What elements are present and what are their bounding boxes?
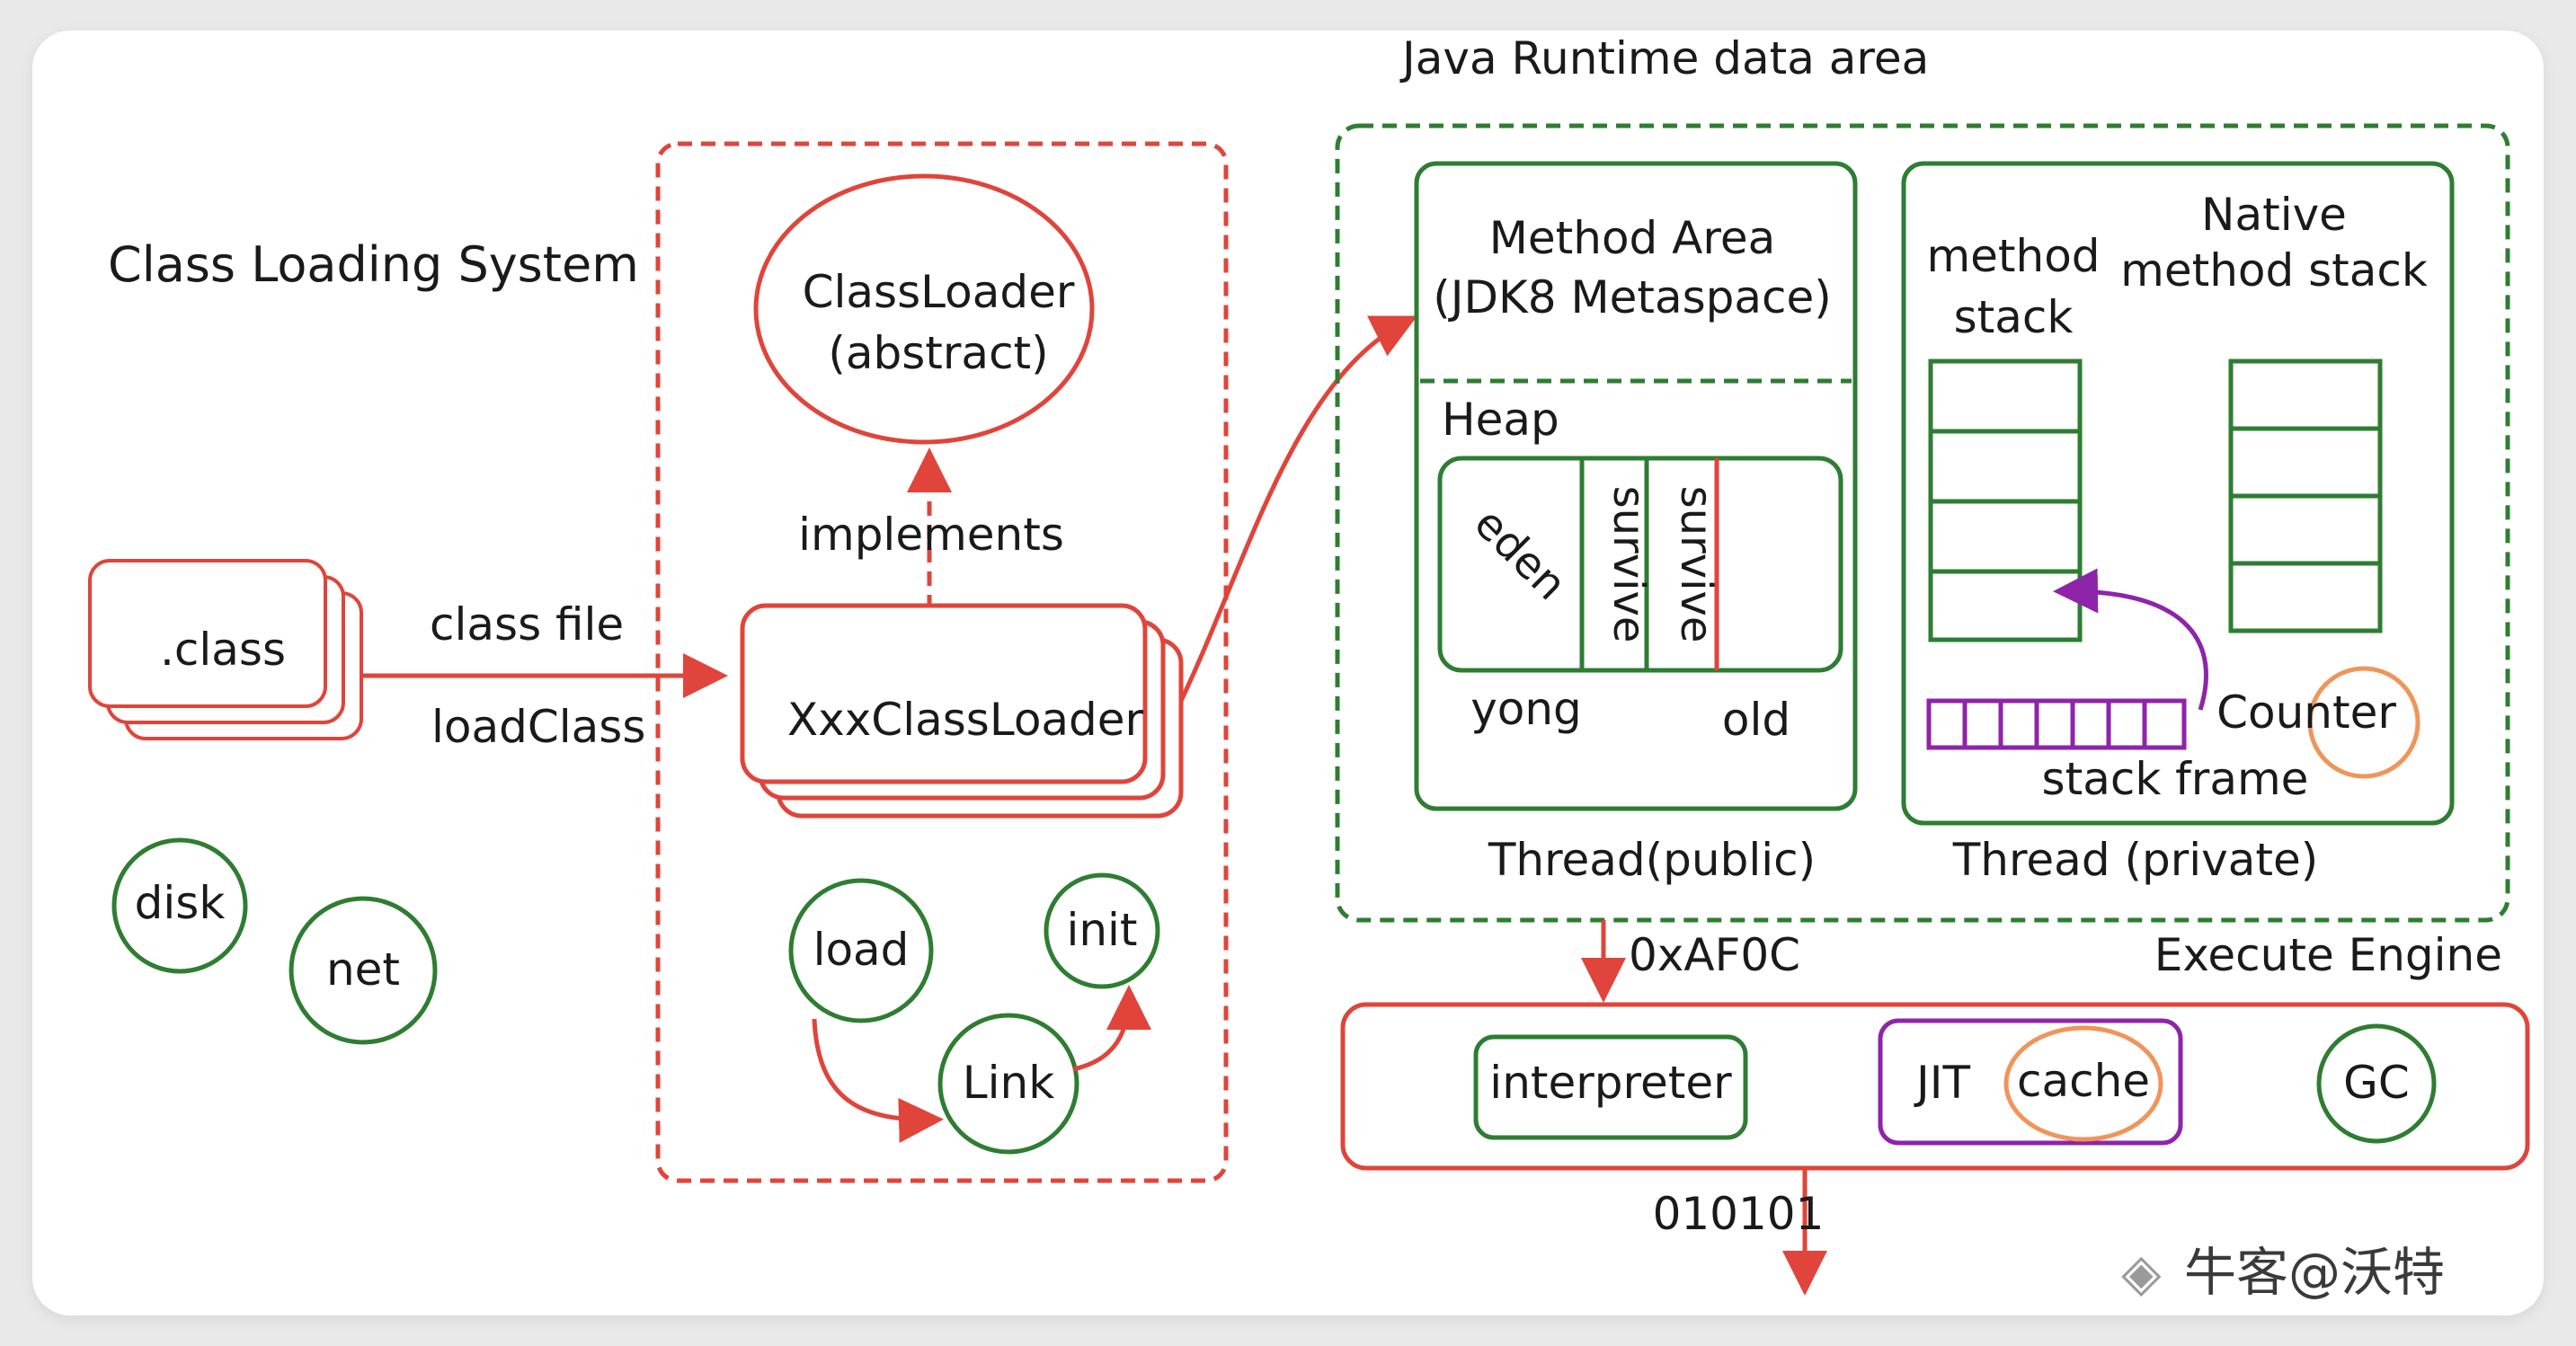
classloader-abstract-node: ClassLoader (abstract) — [753, 173, 1095, 445]
eden-label: eden — [1464, 498, 1576, 609]
counter-label: Counter — [2216, 686, 2396, 739]
stack-frame-label: stack frame — [2042, 753, 2309, 805]
survive-2-label: survive — [1671, 486, 1721, 643]
xxx-classloader-label: XxxClassLoader — [787, 694, 1144, 746]
thread-private-label: Thread (private) — [1952, 834, 2319, 886]
class-loading-system-title: Class Loading System — [108, 236, 639, 293]
net-source: net — [289, 896, 438, 1045]
method-area-label: Method Area — [1489, 212, 1775, 264]
jit-node: JIT cache — [1878, 1018, 2183, 1146]
disk-label: disk — [135, 877, 226, 929]
thread-private-box — [1901, 161, 2455, 826]
method-stack-label-2: stack — [1954, 291, 2074, 343]
watermark: ◈ 牛客@沃特 — [2121, 1242, 2445, 1303]
init-phase-label: init — [1066, 904, 1137, 956]
output-label: 010101 — [1653, 1188, 1825, 1240]
load-phase-label: load — [813, 924, 910, 976]
method-stack-label: method — [1926, 230, 2100, 282]
diagram-card — [32, 31, 2544, 1315]
native-stack-label: Native — [2201, 189, 2347, 241]
implements-label: implements — [798, 509, 1064, 561]
load-class-label: loadClass — [431, 701, 645, 753]
cache-label: cache — [2017, 1055, 2150, 1107]
link-to-init-arrow — [1072, 985, 1151, 1072]
jit-label: JIT — [1914, 1057, 1970, 1109]
link-phase-label: Link — [963, 1057, 1054, 1109]
gc-label: GC — [2343, 1057, 2410, 1109]
thread-public-box — [1414, 161, 1858, 811]
old-gen-label: old — [1722, 694, 1790, 746]
stack-frame-push-arrow — [2053, 568, 2208, 711]
classloader-to-method-area-arrow — [1178, 315, 1417, 703]
link-phase-node: Link — [937, 1013, 1079, 1155]
classloader-label: ClassLoader — [803, 266, 1075, 318]
disk-source: disk — [111, 837, 248, 974]
stack-frame-bar — [1926, 698, 2187, 750]
interpreter-label: interpreter — [1489, 1057, 1732, 1109]
native-stack-label-2: method stack — [2120, 244, 2428, 297]
xxx-classloader-stack: XxxClassLoader — [740, 603, 1184, 819]
native-stack-column — [2228, 359, 2383, 633]
load-phase-node: load — [788, 878, 934, 1023]
address-label: 0xAF0C — [1629, 929, 1800, 981]
class-file-label: class file — [430, 598, 624, 651]
class-loader-subsystem-box — [655, 141, 1229, 1183]
init-phase-node: init — [1044, 872, 1160, 989]
watermark-label: 牛客@沃特 — [2184, 1242, 2445, 1303]
survive-1-label: survive — [1603, 486, 1654, 643]
net-label: net — [326, 943, 400, 996]
load-to-link-arrow — [812, 1018, 944, 1143]
watermark-logo-icon: ◈ — [2121, 1242, 2162, 1303]
young-gen-label: yong — [1470, 683, 1582, 735]
thread-public-label: Thread(public) — [1488, 834, 1816, 886]
interpreter-node: interpreter — [1473, 1034, 1748, 1140]
heap-generations: eden survive survive — [1437, 456, 1843, 673]
class-file-stack: .class — [88, 559, 363, 740]
execute-engine-title: Execute Engine — [2154, 929, 2502, 981]
counter-circle — [2307, 666, 2421, 779]
method-stack-column — [1928, 359, 2083, 642]
execute-engine-box — [1340, 1002, 2530, 1171]
runtime-data-area-title: Java Runtime data area — [1399, 32, 1929, 84]
gc-node: GC — [2316, 1023, 2437, 1144]
classloader-abstract-label: (abstract) — [828, 327, 1048, 379]
heap-label: Heap — [1442, 394, 1559, 446]
class-file-node-label: .class — [160, 624, 286, 676]
runtime-data-area-box — [1335, 123, 2510, 923]
method-area-metaspace-label: (JDK8 Metaspace) — [1433, 271, 1832, 323]
